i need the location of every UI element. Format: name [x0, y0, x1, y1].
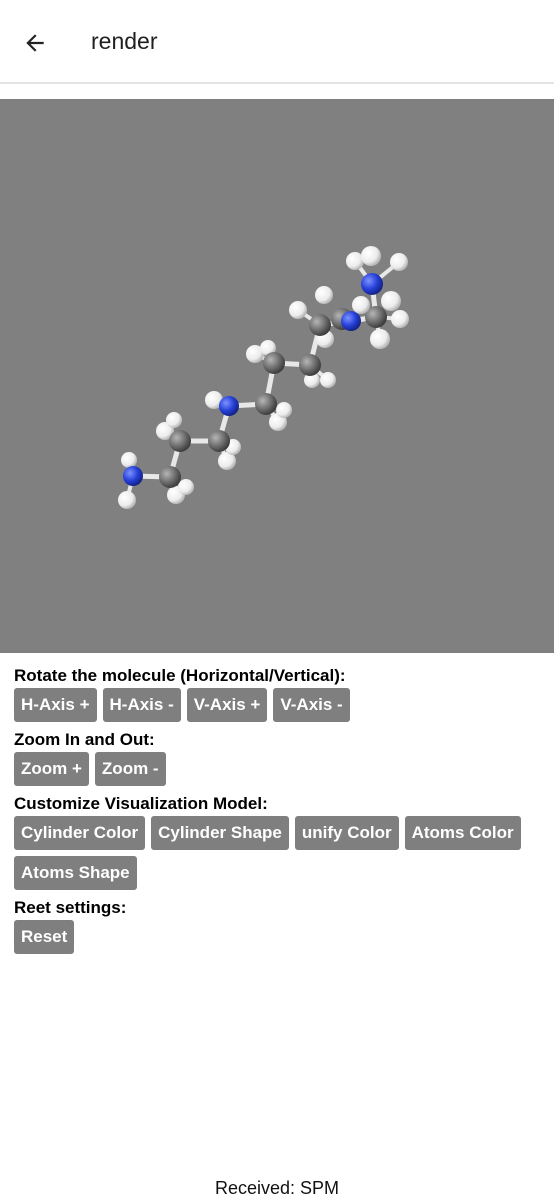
hydrogen-atom: [361, 246, 381, 266]
back-button[interactable]: [14, 22, 56, 64]
carbon-atom: [169, 430, 191, 452]
v-axis-plus-button[interactable]: V-Axis +: [186, 688, 268, 722]
hydrogen-atom: [205, 391, 223, 409]
arrow-back-icon: [26, 34, 44, 52]
atoms-layer: [118, 246, 409, 509]
atoms-color-button[interactable]: Atoms Color: [404, 816, 521, 850]
unify-color-button[interactable]: unify Color: [294, 816, 399, 850]
zoom-buttons: Zoom + Zoom -: [14, 752, 544, 786]
hydrogen-atom: [118, 491, 136, 509]
status-text: Received: SPM: [214, 1178, 340, 1198]
hydrogen-atom: [390, 253, 408, 271]
molecule-viewer[interactable]: [0, 99, 554, 653]
v-axis-minus-button[interactable]: V-Axis -: [273, 688, 350, 722]
carbon-atom: [309, 314, 331, 336]
controls-panel: Rotate the molecule (Horizontal/Vertical…: [14, 666, 544, 962]
hydrogen-atom: [370, 329, 390, 349]
hydrogen-atom: [391, 310, 409, 328]
carbon-atom: [208, 430, 230, 452]
hydrogen-atom: [178, 479, 194, 495]
carbon-atom: [263, 352, 285, 374]
cylinder-shape-button[interactable]: Cylinder Shape: [151, 816, 289, 850]
customize-label: Customize Visualization Model:: [14, 794, 268, 813]
rotate-buttons: H-Axis + H-Axis - V-Axis + V-Axis -: [14, 688, 544, 722]
zoom-in-button[interactable]: Zoom +: [14, 752, 89, 786]
h-axis-plus-button[interactable]: H-Axis +: [14, 688, 97, 722]
nitrogen-atom: [219, 396, 239, 416]
cylinder-color-button[interactable]: Cylinder Color: [14, 816, 146, 850]
zoom-out-button[interactable]: Zoom -: [94, 752, 166, 786]
reset-label: Reet settings:: [14, 898, 127, 917]
customize-buttons: Cylinder Color Cylinder Shape unify Colo…: [14, 816, 544, 890]
hydrogen-atom: [289, 301, 307, 319]
hydrogen-atom: [304, 372, 320, 388]
hydrogen-atom: [260, 340, 276, 356]
hydrogen-atom: [346, 252, 364, 270]
h-axis-minus-button[interactable]: H-Axis -: [102, 688, 181, 722]
carbon-atom: [159, 466, 181, 488]
carbon-atom: [255, 393, 277, 415]
zoom-label: Zoom In and Out:: [14, 730, 155, 749]
nitrogen-atom: [361, 273, 383, 295]
nitrogen-atom: [341, 311, 361, 331]
carbon-atom: [299, 354, 321, 376]
hydrogen-atom: [352, 296, 370, 314]
hydrogen-atom: [246, 345, 264, 363]
nitrogen-atom: [123, 466, 143, 486]
page-title: render: [91, 28, 158, 54]
hydrogen-atom: [320, 372, 336, 388]
app-bar: render: [0, 0, 554, 84]
hydrogen-atom: [166, 412, 182, 428]
carbon-atom: [365, 306, 387, 328]
rotate-label: Rotate the molecule (Horizontal/Vertical…: [14, 666, 346, 685]
hydrogen-atom: [381, 291, 401, 311]
hydrogen-atom: [218, 452, 236, 470]
reset-buttons: Reset: [14, 920, 544, 954]
atoms-shape-button[interactable]: Atoms Shape: [14, 856, 137, 890]
molecule-canvas[interactable]: [0, 99, 554, 653]
hydrogen-atom: [315, 286, 333, 304]
hydrogen-atom: [276, 402, 292, 418]
hydrogen-atom: [121, 452, 137, 468]
reset-button[interactable]: Reset: [14, 920, 75, 954]
